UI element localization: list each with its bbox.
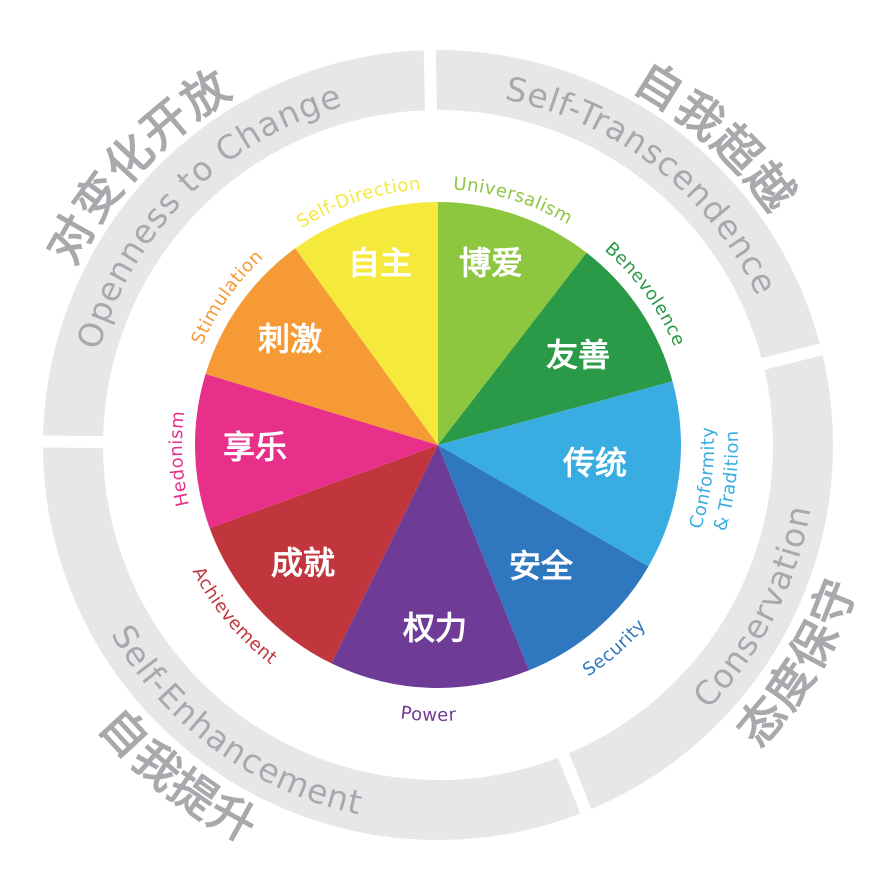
value-label-power: Power <box>399 703 457 727</box>
pie-slice-stimulation <box>205 248 438 445</box>
pie-slice-universalism <box>438 202 587 445</box>
pie-slice-hedonism <box>195 373 438 529</box>
pie-slice-power <box>331 445 530 688</box>
value-label-hedonism: Hedonism <box>166 410 194 509</box>
pie-slice-self-direction <box>295 202 438 445</box>
value-label-zh-benevolence: 友善 <box>546 336 610 374</box>
outer-ring <box>27 34 838 840</box>
value-label-zh-achievement: 成就 <box>271 544 335 582</box>
value-label-zh-universalism: 博爱 <box>459 244 523 282</box>
pie-slice-conformity <box>438 381 681 567</box>
value-label-zh-stimulation: 刺激 <box>258 320 322 358</box>
value-label-zh-security: 安全 <box>509 547 574 585</box>
ring-gap <box>552 739 598 828</box>
value-label-zh-power: 权力 <box>402 609 467 647</box>
value-label-zh-hedonism: 享乐 <box>223 428 287 466</box>
pie-slice-achievement <box>209 445 438 664</box>
value-label-zh-self-direction: 自主 <box>348 244 412 282</box>
values-pie <box>195 202 681 688</box>
ring-gap <box>27 435 119 449</box>
pie-slice-security <box>438 445 649 671</box>
ring-gap <box>423 34 438 126</box>
pie-slice-benevolence <box>438 252 673 445</box>
value-label-zh-conformity: 传统 <box>562 444 627 482</box>
ring-gap <box>747 339 838 374</box>
